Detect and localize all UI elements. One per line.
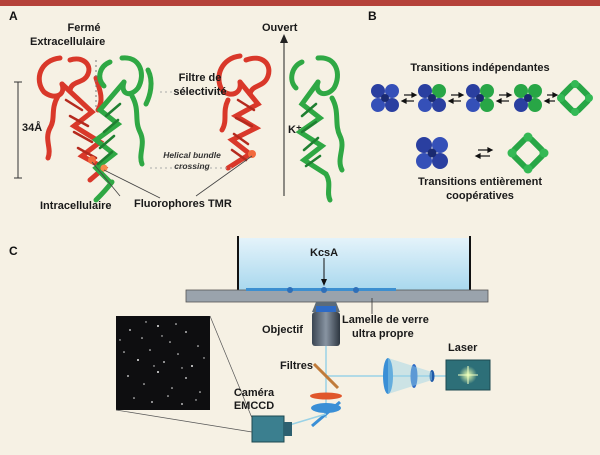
helical-bundle-label-line1: Helical bundle	[163, 150, 221, 160]
glass-slide	[185, 289, 489, 303]
potassium-ion-label: K⁺	[288, 124, 302, 136]
panel-a-annotations	[14, 34, 288, 199]
optical-path	[285, 346, 470, 428]
scale-bar-label: 34Å	[22, 122, 43, 134]
closed-channel-structure	[36, 55, 154, 203]
closed-state-label: Fermé	[67, 22, 101, 34]
laser-label: Laser	[448, 342, 478, 354]
single-molecule-image	[115, 315, 253, 433]
intracellular-label: Intracellulaire	[40, 200, 112, 212]
panel-label-c: C	[9, 244, 18, 258]
cooperative-transitions-label-line1: Transitions entièrement	[417, 176, 543, 188]
tmr-fluorophores-label: Fluorophores TMR	[134, 198, 232, 210]
camera-label-line1: Caméra	[233, 387, 275, 399]
laser-source	[445, 359, 491, 391]
extracellular-label: Extracellulaire	[30, 36, 106, 48]
panel-label-b: B	[368, 9, 377, 23]
top-accent-bar	[0, 0, 600, 6]
kcsa-label: KcsA	[310, 247, 339, 259]
selectivity-filter-label-line1: Filtre de	[178, 72, 222, 84]
filters-label: Filtres	[280, 360, 314, 372]
selectivity-filter-label-line2: sélectivité	[173, 86, 227, 98]
independent-transitions-label: Transitions indépendantes	[410, 62, 550, 74]
coverslip	[246, 288, 396, 291]
coverslip-label-line2: ultra propre	[352, 328, 414, 340]
open-state-label: Ouvert	[262, 22, 298, 34]
sample-chamber	[237, 236, 471, 293]
panel-label-a: A	[9, 9, 18, 23]
objective-label: Objectif	[262, 324, 303, 336]
open-channel-structure	[216, 53, 345, 203]
microscope-setup	[115, 236, 491, 443]
coverslip-label-line1: Lamelle de verre	[342, 314, 429, 326]
objective-lens	[312, 302, 340, 346]
emccd-camera	[251, 415, 292, 443]
cooperative-transitions-scheme	[416, 132, 549, 174]
helical-bundle-label-line2: crossing	[174, 161, 210, 171]
cooperative-transitions-label-line2: coopératives	[446, 190, 514, 202]
camera-label-line2: EMCCD	[233, 400, 275, 412]
independent-transitions-scheme	[371, 80, 593, 116]
